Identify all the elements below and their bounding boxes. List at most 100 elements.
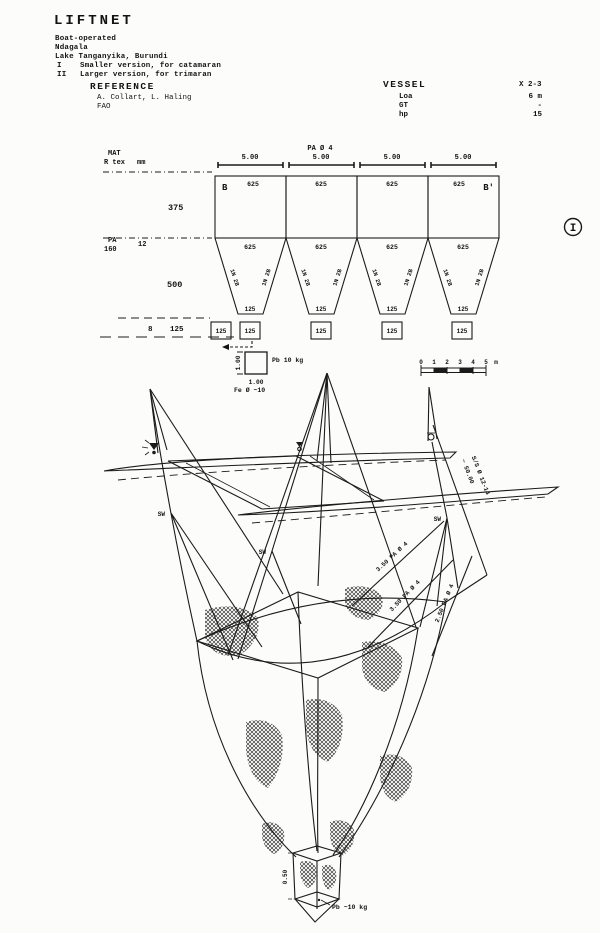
mesh-count-label: 625 bbox=[315, 244, 327, 251]
scale-tick-0: 0 bbox=[419, 359, 423, 366]
taper-rate-label: 1N 2B bbox=[332, 268, 344, 287]
perspective-view: SW SW SW ~ 50.00 S/S Ø 12-14 3.50 PA Ø 4… bbox=[103, 372, 560, 923]
lamp-icon bbox=[427, 432, 435, 441]
vessel-hp-value: 15 bbox=[532, 111, 542, 119]
taper-mesh-label: 125 bbox=[316, 306, 327, 313]
vessel-gt-label: GT bbox=[399, 102, 409, 110]
version-2-description: Larger version, for trimaran bbox=[80, 71, 212, 79]
callout-arrow-icon bbox=[222, 344, 229, 350]
row2-mm: 12 bbox=[138, 241, 146, 249]
crossbeam-inner bbox=[185, 455, 375, 508]
front-waterline bbox=[251, 496, 546, 524]
rtex-column-header: R tex bbox=[104, 159, 126, 167]
reference-heading: REFERENCE bbox=[90, 81, 155, 92]
taper-rate-label: 1N 2B bbox=[370, 268, 382, 287]
taper-rate-label: 1N 2B bbox=[403, 268, 415, 287]
taper-mesh-label: 125 bbox=[245, 306, 256, 313]
rope-label: 3.50 PA Ø 4 bbox=[388, 579, 422, 613]
scale-tick-5: 5 bbox=[484, 359, 488, 366]
detail-callout-line bbox=[226, 341, 253, 348]
operation-line: Boat-operated bbox=[55, 35, 117, 43]
vessel-heading: VESSEL bbox=[383, 79, 427, 90]
vessel-multiplier: X 2-3 bbox=[519, 81, 542, 89]
version-1-description: Smaller version, for catamaran bbox=[80, 62, 222, 70]
version-1-numeral: I bbox=[57, 62, 62, 70]
scale-tick-4: 4 bbox=[471, 359, 475, 366]
vessel-loa-value: 6 m bbox=[528, 93, 542, 101]
box-mesh-label: 125 bbox=[245, 328, 256, 335]
top-material-label: PA Ø 4 bbox=[307, 144, 332, 153]
rear-waterline bbox=[117, 459, 447, 481]
mesh-count-label: 625 bbox=[247, 181, 259, 188]
mm-column-header: mm bbox=[137, 159, 145, 167]
vessel-loa-label: Loa bbox=[399, 93, 413, 101]
box-mesh-label: 125 bbox=[457, 328, 468, 335]
swivel-label: SW bbox=[158, 511, 166, 518]
codend-ballast-label: Pb ~10 kg bbox=[332, 904, 367, 911]
corner-label-b: B bbox=[222, 183, 228, 193]
depth-lower-label: 500 bbox=[167, 280, 182, 290]
panel-width-brackets bbox=[217, 162, 497, 168]
codend-height-label: 0.50 bbox=[282, 869, 289, 884]
lamp-icon bbox=[141, 439, 159, 456]
row2-material: PA bbox=[108, 237, 117, 245]
scale-tick-1: 1 bbox=[432, 359, 436, 366]
taper-mesh-label: 125 bbox=[458, 306, 469, 313]
box-mesh-label: 125 bbox=[216, 328, 227, 335]
taper-rate-label: 1N 2B bbox=[261, 268, 273, 287]
mesh-count-label: 625 bbox=[386, 244, 398, 251]
mesh-count-label: 625 bbox=[386, 181, 398, 188]
swivel-label: SW bbox=[259, 549, 267, 556]
scale-unit-label: m bbox=[494, 359, 498, 366]
codend-boxes bbox=[210, 321, 473, 340]
swivel-label: SW bbox=[434, 516, 442, 523]
taper-rate-label: 1N 2B bbox=[299, 268, 311, 287]
version-marker-numeral: I bbox=[570, 223, 577, 235]
mesh-count-label: 625 bbox=[244, 244, 256, 251]
reference-organization: FAO bbox=[97, 103, 111, 111]
row2-rtex: 160 bbox=[104, 246, 117, 254]
panel-width-label: 5.00 bbox=[384, 154, 401, 162]
net-shading-patches bbox=[205, 586, 413, 890]
suspension-lines bbox=[149, 372, 488, 661]
catamaran-boat bbox=[103, 451, 560, 524]
panel-width-label: 5.00 bbox=[455, 154, 472, 162]
vessel-gt-value: - bbox=[537, 102, 542, 110]
box-mesh-label: 125 bbox=[316, 328, 327, 335]
detail-width-label: 1.00 bbox=[249, 379, 264, 386]
front-hull bbox=[237, 486, 560, 516]
box-mesh-label: 125 bbox=[387, 328, 398, 335]
net-body bbox=[195, 591, 447, 858]
net-plan: MAT R tex mm PA Ø 4 5.00 5.00 5.00 5.00 bbox=[100, 144, 500, 350]
mat-column-header: MAT bbox=[108, 150, 121, 158]
reference-authors: A. Collart, L. Haling bbox=[97, 94, 192, 102]
detail-ballast-label: Pb 10 kg bbox=[272, 357, 303, 364]
taper-funnels bbox=[214, 237, 500, 315]
version-marker: I bbox=[563, 217, 583, 237]
row3-mm: 8 bbox=[148, 326, 153, 334]
species-line: Ndagala bbox=[55, 44, 88, 52]
taper-rate-label: 1N 2B bbox=[441, 268, 453, 287]
taper-mesh-label: 125 bbox=[387, 306, 398, 313]
scale-tick-2: 2 bbox=[445, 359, 449, 366]
vessel-hp-label: hp bbox=[399, 111, 409, 119]
net-panels bbox=[214, 175, 500, 239]
lift-poles bbox=[149, 372, 438, 464]
taper-rate-label: 1N 2B bbox=[474, 268, 486, 287]
detail-height-label: 1.00 bbox=[235, 355, 242, 370]
taper-rate-label: 1N 2B bbox=[228, 268, 240, 287]
fishing-lamps bbox=[141, 432, 435, 456]
crossbeams bbox=[167, 455, 385, 510]
corner-label-b-prime: B' bbox=[483, 183, 494, 193]
panel-width-label: 5.00 bbox=[313, 154, 330, 162]
mesh-count-label: 625 bbox=[457, 244, 469, 251]
row3-mesh: 125 bbox=[170, 326, 184, 334]
panel-width-label: 5.00 bbox=[242, 154, 259, 162]
location-line: Lake Tanganyika, Burundi bbox=[55, 53, 168, 61]
detail-frame-label: Fe Ø ~10 bbox=[234, 386, 265, 394]
version-2-numeral: II bbox=[57, 71, 67, 79]
rear-hull bbox=[103, 451, 458, 472]
mesh-count-label: 625 bbox=[315, 181, 327, 188]
